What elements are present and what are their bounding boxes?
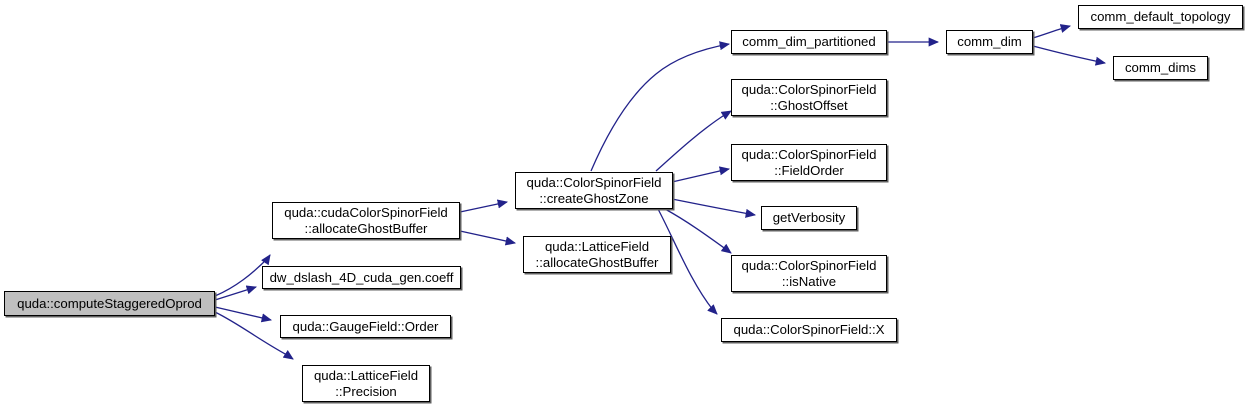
node-label: quda::LatticeField ::allocateGhostBuffer [535,239,659,270]
node-isNative[interactable]: quda::ColorSpinorField ::isNative [731,255,887,292]
node-label: dw_dslash_4D_cuda_gen.coeff [269,269,454,285]
node-label: comm_default_topology [1090,9,1231,25]
edge-createGhostZone-to-getVerbosity [671,198,757,218]
edge-commDim-to-commDefaultTopology [1032,24,1072,39]
node-commDefaultTopology[interactable]: comm_default_topology [1078,5,1243,29]
node-ghostOffset[interactable]: quda::ColorSpinorField ::GhostOffset [731,79,887,116]
edge-computeStaggeredOprod-to-dwDslashCoeff [214,285,257,301]
edge-commDim-to-commDims [1032,45,1107,66]
node-label: quda::ColorSpinorField ::GhostOffset [741,82,877,113]
node-fieldOrder[interactable]: quda::ColorSpinorField ::FieldOrder [731,144,887,181]
node-label: quda::GaugeField::Order [292,318,439,334]
node-label: getVerbosity [772,210,846,226]
node-label: quda::ColorSpinorField::X [733,322,885,338]
node-label: quda::cudaColorSpinorField ::allocateGho… [284,205,448,236]
node-label: quda::ColorSpinorField ::isNative [741,258,877,289]
edge-computeStaggeredOprod-to-gaugeFieldOrder [214,306,273,323]
node-dwDslashCoeff[interactable]: dw_dslash_4D_cuda_gen.coeff [262,266,461,289]
node-label: comm_dim [957,34,1022,50]
node-label: quda::computeStaggeredOprod [17,295,202,311]
edge-createGhostZone-to-isNative [664,208,732,254]
node-getVerbosity[interactable]: getVerbosity [761,206,857,230]
node-createGhostZone[interactable]: quda::ColorSpinorField ::createGhostZone [515,172,673,209]
node-label: quda::ColorSpinorField ::FieldOrder [741,147,877,178]
node-label: quda::LatticeField ::Precision [313,368,419,399]
node-colorSpinorFieldX[interactable]: quda::ColorSpinorField::X [721,318,897,342]
node-cudaAllocGhostBuffer[interactable]: quda::cudaColorSpinorField ::allocateGho… [272,202,460,239]
edge-createGhostZone-to-ghostOffset [655,110,732,172]
node-latticeAllocGhostBuffer[interactable]: quda::LatticeField ::allocateGhostBuffer [523,236,671,273]
node-gaugeFieldOrder[interactable]: quda::GaugeField::Order [280,315,451,338]
node-commDimPartitioned[interactable]: comm_dim_partitioned [731,30,887,54]
node-label: quda::ColorSpinorField ::createGhostZone [526,175,662,206]
node-label: comm_dim_partitioned [742,34,876,50]
edge-cudaAllocGhostBuffer-to-createGhostZone [459,199,509,213]
node-latticeFieldPrecision[interactable]: quda::LatticeField ::Precision [302,365,430,402]
node-label: comm_dims [1124,60,1197,76]
edge-cudaAllocGhostBuffer-to-latticeAllocGhostBuffer [459,230,517,246]
edge-createGhostZone-to-fieldOrder [671,166,731,183]
node-commDim[interactable]: comm_dim [946,30,1033,54]
node-commDims[interactable]: comm_dims [1113,56,1208,80]
edge-createGhostZone-to-commDimPartitioned [590,41,731,172]
node-computeStaggeredOprod[interactable]: quda::computeStaggeredOprod [4,291,215,316]
